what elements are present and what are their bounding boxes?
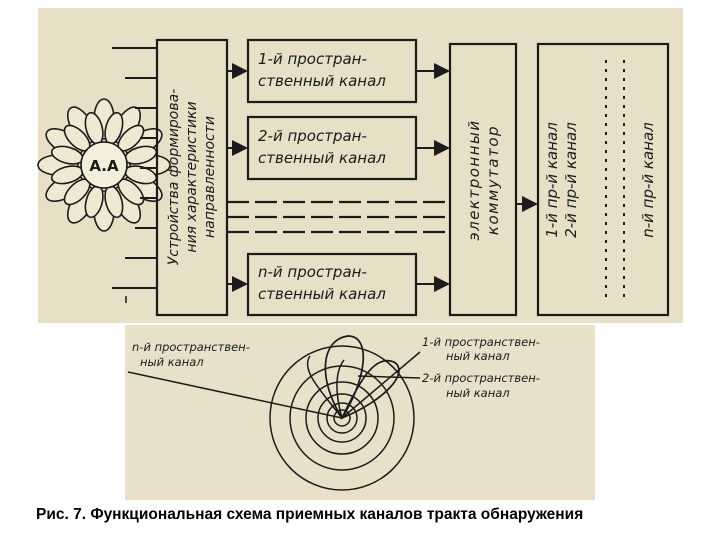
- radiation-pattern: [127, 335, 421, 491]
- output-channel-n: n-й пр-й канал: [639, 122, 657, 238]
- beamformer-block: [155, 38, 229, 317]
- figure-caption: Рис. 7. Функциональная схема приемных ка…: [36, 506, 584, 523]
- svg-text:ный канал: ный канал: [140, 355, 204, 369]
- output-omitted-dots: [605, 60, 625, 300]
- beamformer-label-line-2: ния характеристики: [184, 101, 200, 252]
- channel-to-commutator-arrows: [416, 63, 450, 292]
- channel-block-2: 2-й простран- ственный канал: [246, 115, 418, 181]
- channel-block-n: n-й простран- ственный канал: [246, 252, 418, 317]
- commutator-label-line-2: коммутатор: [484, 125, 502, 235]
- channel-2-line-1: 2-й простран-: [258, 127, 367, 145]
- omitted-channels-dashes: [227, 200, 450, 234]
- pattern-label-2: 2-й пространствен- ный канал: [422, 371, 540, 400]
- antenna-bus-lines: [112, 47, 157, 303]
- beamformer-to-channel-arrows: [227, 63, 248, 292]
- antenna-array-icon: [37, 98, 171, 232]
- svg-text:n-й пространствен-: n-й пространствен-: [132, 340, 250, 354]
- svg-text:ный канал: ный канал: [446, 349, 510, 363]
- pattern-label-1: 1-й пространствен- ный канал: [422, 335, 540, 363]
- svg-text:2-й пространствен-: 2-й пространствен-: [422, 371, 540, 385]
- output-channel-2: 2-й пр-й канал: [562, 122, 580, 238]
- commutator-block: [448, 42, 518, 317]
- beamformer-label-line-1: Устройства формирова-: [166, 89, 182, 265]
- channel-n-line-2: ственный канал: [258, 285, 386, 303]
- beamformer-label-line-3: направленности: [202, 116, 218, 238]
- commutator-label-line-1: электронный: [465, 119, 483, 240]
- channel-block-1: 1-й простран- ственный канал: [246, 38, 418, 104]
- channel-1-line-1: 1-й простран-: [258, 50, 367, 68]
- radiation-pattern-scan: [125, 325, 595, 500]
- channel-1-line-2: ственный канал: [258, 72, 386, 90]
- antenna-label: A.A: [89, 157, 119, 175]
- output-channel-1: 1-й пр-й канал: [543, 122, 561, 238]
- channel-n-line-1: n-й простран-: [258, 263, 367, 281]
- svg-text:ный канал: ный канал: [446, 386, 510, 400]
- output-channels-block: [536, 42, 670, 317]
- pattern-label-n: n-й пространствен- ный канал: [132, 340, 250, 369]
- svg-text:1-й пространствен-: 1-й пространствен-: [422, 335, 540, 349]
- channel-2-line-2: ственный канал: [258, 149, 386, 167]
